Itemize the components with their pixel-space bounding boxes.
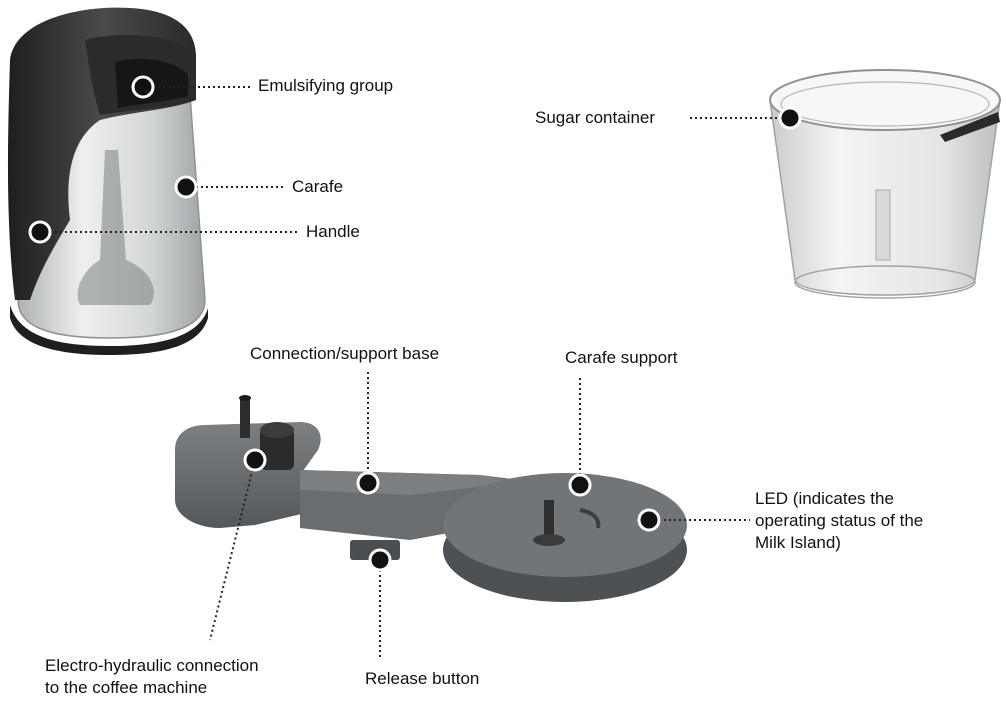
sugar-cup-stem	[875, 189, 891, 261]
marker-connection-support-base	[356, 471, 380, 495]
label-led-line-2: operating status of the	[755, 511, 924, 530]
label-carafe: Carafe	[292, 177, 344, 196]
label-handle: Handle	[306, 222, 360, 241]
markers	[28, 75, 802, 572]
marker-carafe	[174, 175, 198, 199]
marker-electro-hydraulic	[243, 448, 267, 472]
label-electro-hydraulic: Electro-hydraulic connection to the coff…	[45, 655, 259, 699]
label-led-line-3: Milk Island)	[755, 533, 841, 552]
base-center-post-ring	[533, 534, 565, 546]
base-arc-slot	[579, 508, 601, 529]
label-electro-hydraulic-line-2: to the coffee machine	[45, 678, 208, 697]
base-arm-top	[300, 470, 520, 495]
leader-lines	[40, 86, 790, 660]
base-hydraulic-nozzle-tip	[239, 395, 251, 401]
label-electro-hydraulic-line-1: Electro-hydraulic connection	[45, 656, 259, 675]
base-hydraulic-nozzle	[240, 398, 250, 438]
support-base-illustration	[175, 395, 687, 602]
sugar-cup-slot	[940, 112, 1000, 142]
marker-sugar-container	[778, 106, 802, 130]
carafe-whisk	[77, 150, 154, 305]
base-disc-top	[443, 473, 687, 577]
label-sugar-container: Sugar container	[535, 108, 656, 127]
sugar-cup-rim	[769, 69, 1001, 131]
label-led-line-1: LED (indicates the	[755, 489, 894, 508]
base-electric-connector-top	[260, 422, 294, 438]
sugar-container-illustration	[769, 69, 1001, 299]
base-electric-connector	[260, 428, 294, 470]
label-carafe-support: Carafe support	[565, 348, 678, 367]
marker-led	[637, 508, 661, 532]
sugar-cup-inner	[780, 81, 990, 127]
sugar-cup-base	[794, 265, 976, 299]
label-emulsifying-group: Emulsifying group	[258, 76, 394, 95]
label-connection-support-base: Connection/support base	[250, 344, 440, 363]
label-led: LED (indicates the operating status of t…	[755, 488, 923, 554]
marker-carafe-support	[568, 473, 592, 497]
base-center-post	[544, 500, 554, 540]
leader-electro-hydraulic	[209, 459, 256, 641]
marker-handle	[28, 220, 52, 244]
label-release-button: Release button	[365, 669, 480, 688]
marker-release-button	[368, 548, 392, 572]
marker-emulsifying-group	[131, 75, 155, 99]
carafe-bottom-ring	[10, 305, 208, 355]
